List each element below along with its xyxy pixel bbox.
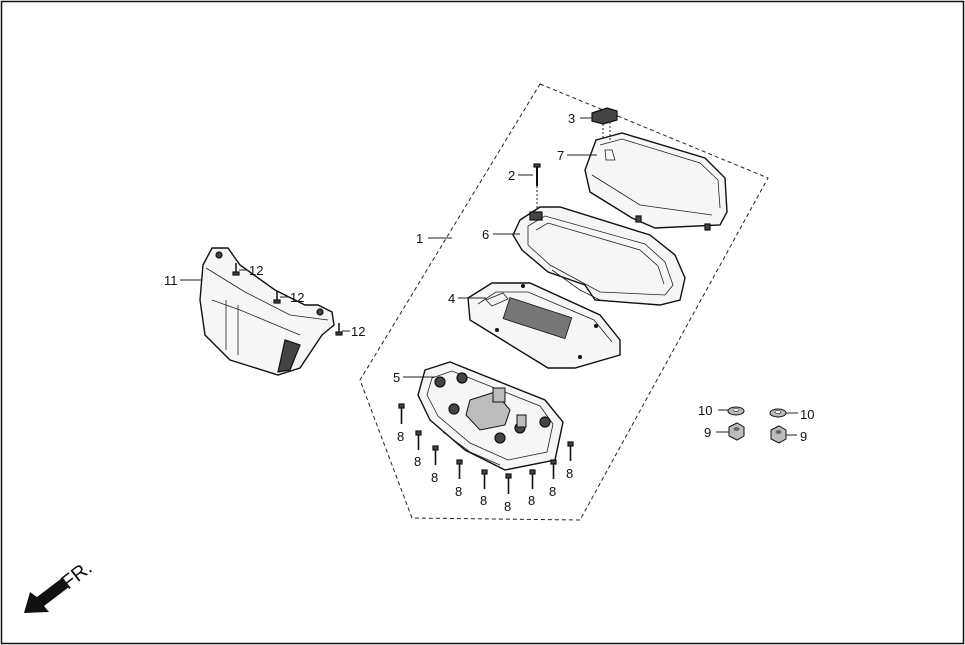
part-5-lower-case <box>417 361 564 471</box>
part-8-screws <box>398 403 574 494</box>
callout-1: 1 <box>416 231 423 246</box>
callout-5: 5 <box>393 370 400 385</box>
callout-12: 12 <box>351 324 365 339</box>
part-7-lens-cover <box>584 132 728 231</box>
part-10-washers <box>727 406 787 418</box>
callouts: 1 2 3 4 5 6 7 8 8 8 8 8 8 8 8 8 9 9 10 1… <box>164 111 814 514</box>
callout-2: 2 <box>508 168 515 183</box>
callout-4: 4 <box>448 291 455 306</box>
callout-8: 8 <box>431 470 438 485</box>
callout-10: 10 <box>800 407 814 422</box>
callout-8: 8 <box>455 484 462 499</box>
callout-10: 10 <box>698 403 712 418</box>
callout-9: 9 <box>800 429 807 444</box>
callout-11: 11 <box>164 273 178 288</box>
part-9-nuts <box>728 422 787 444</box>
front-direction-arrow: FR. <box>24 557 96 613</box>
callout-8: 8 <box>504 499 511 514</box>
callout-8: 8 <box>414 454 421 469</box>
assembly-boundary <box>359 83 769 521</box>
callout-8: 8 <box>480 493 487 508</box>
callout-8: 8 <box>549 484 556 499</box>
callout-3: 3 <box>568 111 575 126</box>
callout-6: 6 <box>482 227 489 242</box>
callout-8: 8 <box>397 429 404 444</box>
part-4-circuit-board <box>467 282 621 369</box>
callout-9: 9 <box>704 425 711 440</box>
callout-7: 7 <box>557 148 564 163</box>
callout-8: 8 <box>566 466 573 481</box>
part-12-screws <box>232 263 343 336</box>
part-3-connector <box>591 107 618 140</box>
part-11-rear-cover <box>199 247 335 376</box>
callout-12: 12 <box>249 263 263 278</box>
callout-12: 12 <box>290 290 304 305</box>
part-2-screw <box>533 163 541 210</box>
callout-8: 8 <box>528 493 535 508</box>
part-6-bezel <box>512 206 686 306</box>
leader-lines <box>180 117 798 436</box>
